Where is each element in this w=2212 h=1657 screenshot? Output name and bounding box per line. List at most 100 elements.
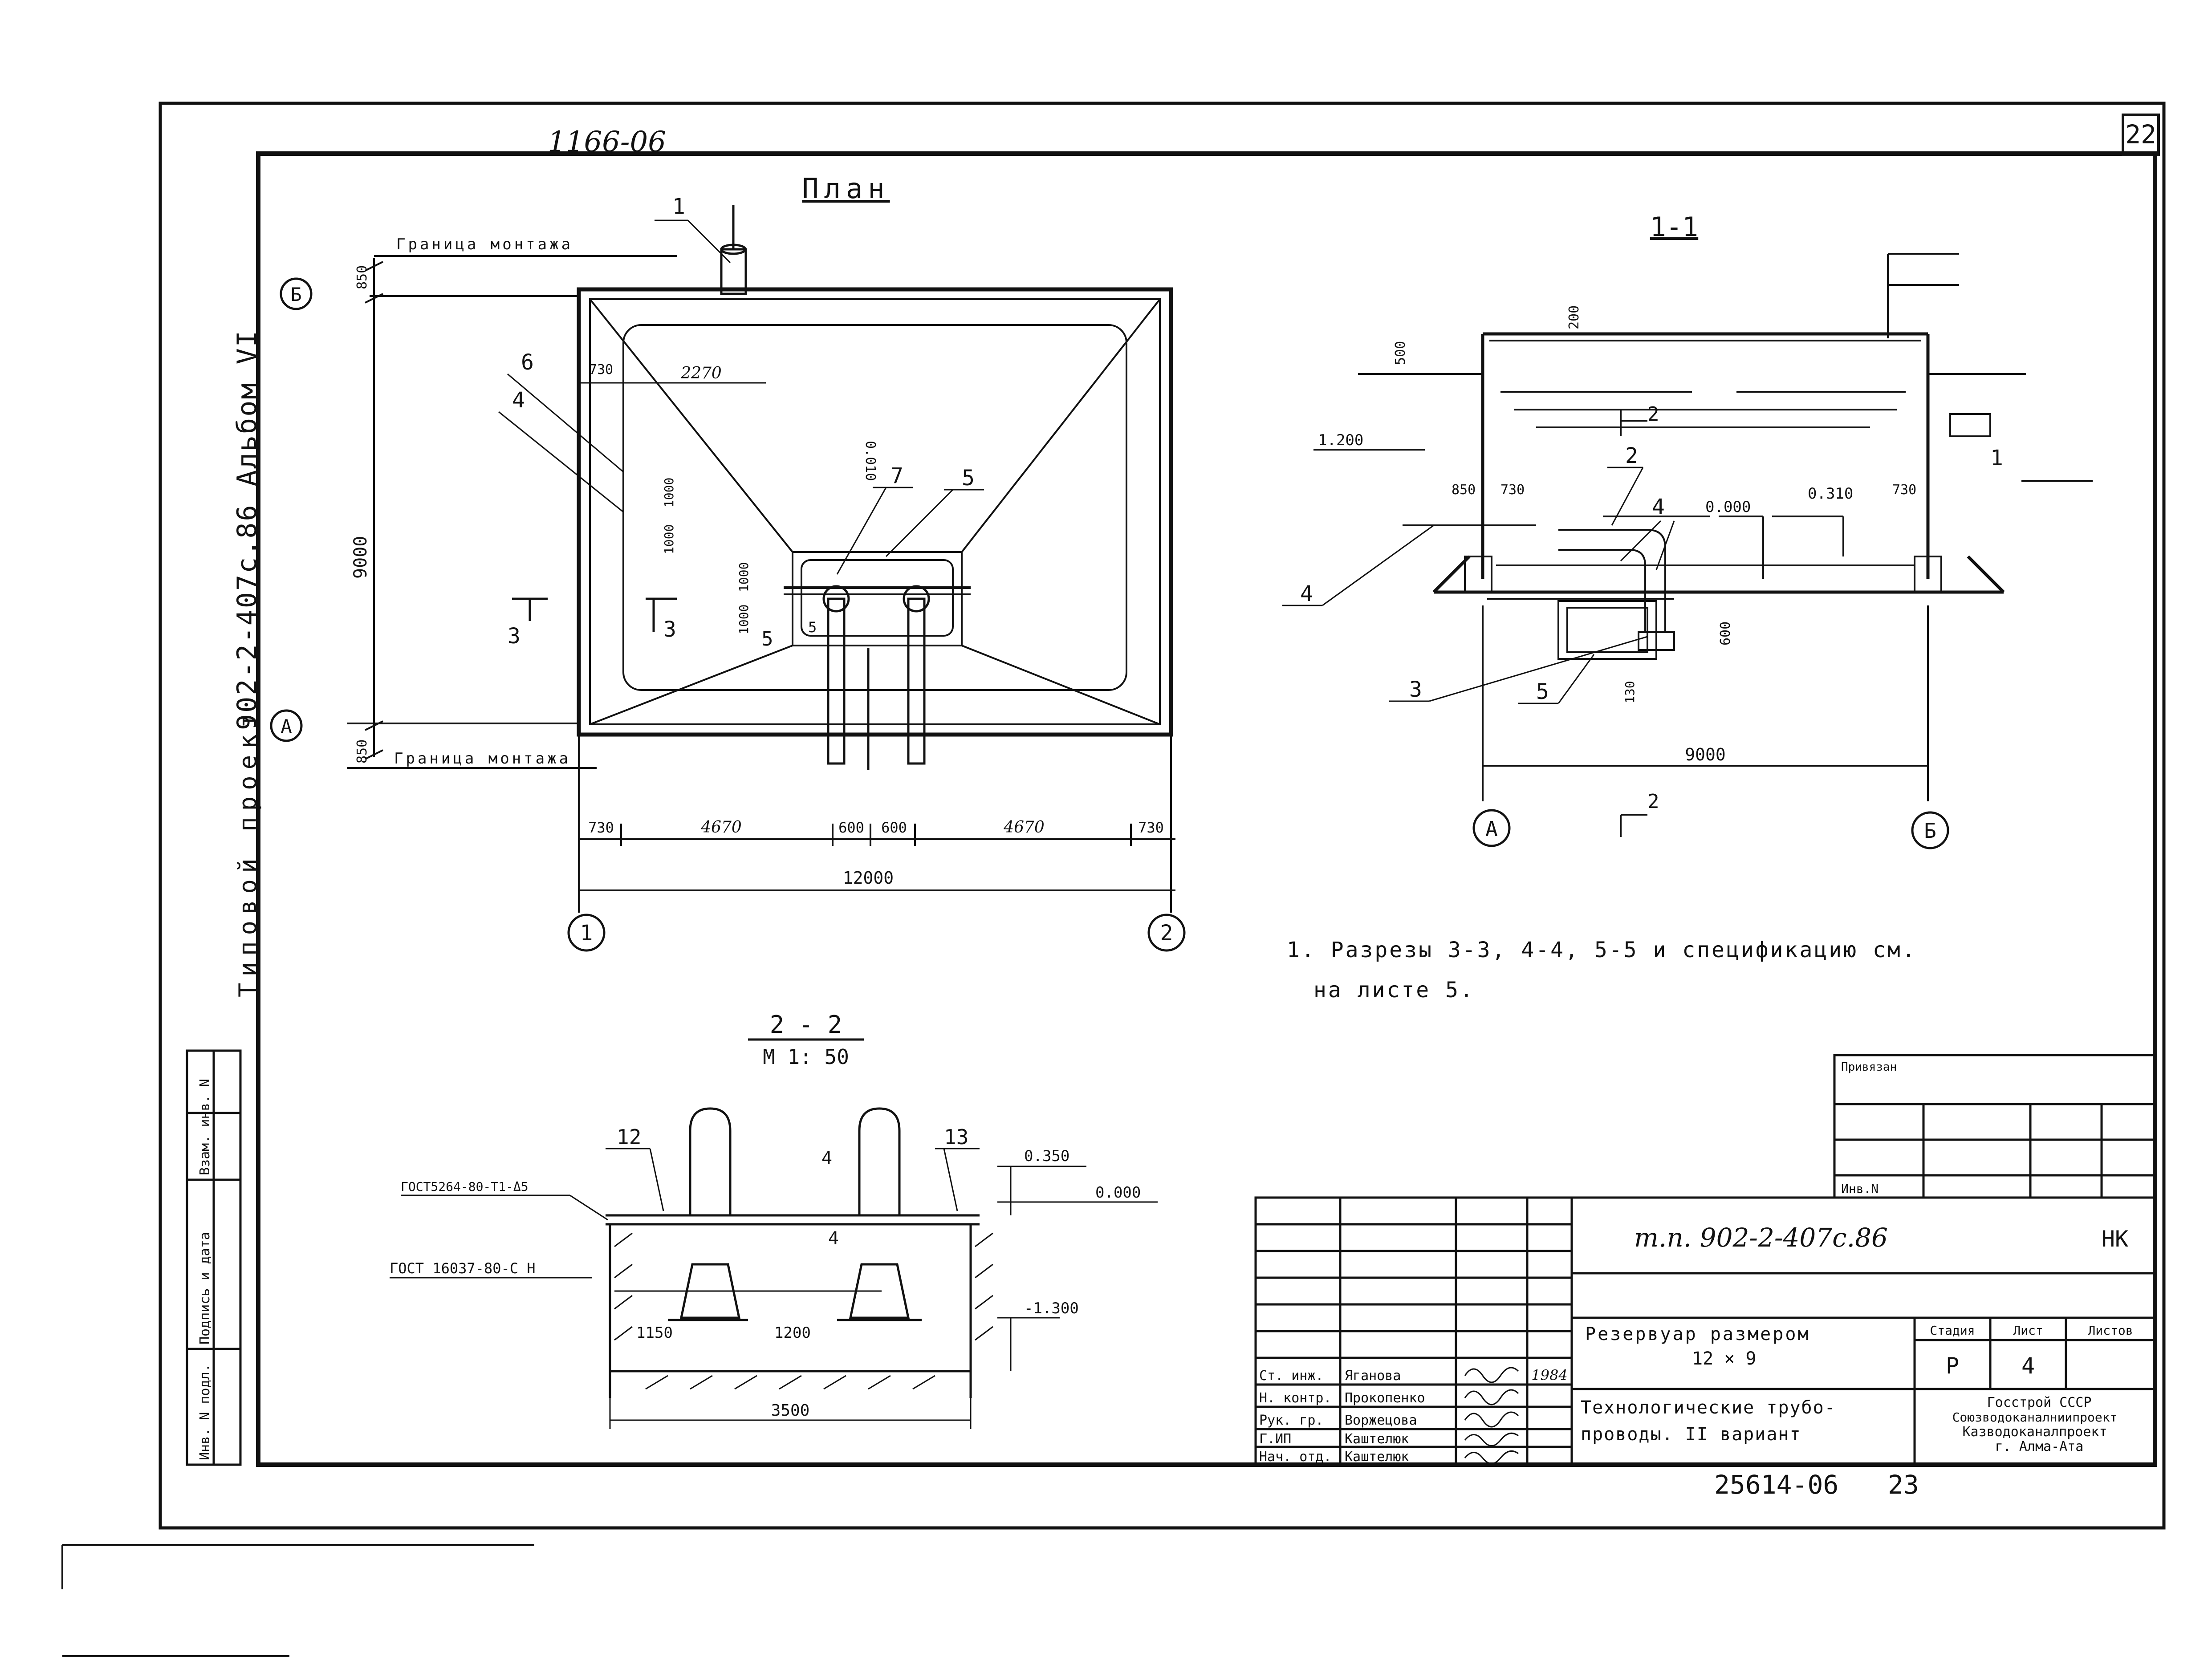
- plan-dim-9000: 9000: [350, 536, 371, 579]
- section-1-1-callout-5: 5: [1536, 679, 1549, 704]
- signer-name: Прокопенко: [1345, 1390, 1425, 1406]
- section-2-2-gost-1: ГОСТ5264-80-Т1-Δ5: [401, 1179, 529, 1194]
- title-block: [1254, 1196, 2156, 1466]
- section-2-2-gost-2: ГОСТ 16037-80-С Н: [390, 1260, 536, 1277]
- plan-dim-730-inner: 730: [589, 362, 613, 378]
- section-1-1-dim-9000: 9000: [1685, 745, 1726, 764]
- section-2-2-level-0350: 0.350: [1024, 1147, 1069, 1165]
- section-2-2-callout-4b: 4: [828, 1228, 839, 1249]
- plan-slope: 0.010: [862, 441, 878, 481]
- sheet-number: 22: [2125, 119, 2156, 150]
- plan-dim-1000-d: 1000: [736, 605, 751, 634]
- plan-axis-2: 2: [1160, 921, 1173, 946]
- footer-archive-no: 25614-06: [1714, 1470, 1838, 1500]
- signer-name: Воржецова: [1345, 1413, 1417, 1428]
- plan-view: План: [270, 172, 1186, 952]
- signer-role: Н. контр.: [1259, 1390, 1332, 1406]
- section-2-2-dim-3500: 3500: [771, 1401, 810, 1420]
- plan-dim-730-left: 730: [588, 819, 614, 836]
- section-2-2-title: 2 - 2: [770, 1011, 842, 1039]
- side-stamp-sign: Подпись и дата: [197, 1232, 213, 1344]
- plan-dim-600-right: 600: [881, 819, 907, 836]
- plan-callout-6: 6: [521, 350, 534, 375]
- plan-callout-4: 4: [512, 388, 525, 413]
- title-drawing-1: Технологические трубо-: [1581, 1397, 1836, 1418]
- top-archive-code: 1166-06: [548, 126, 666, 158]
- section-2-2-dim-1200: 1200: [774, 1324, 811, 1342]
- title-object-2: 12 × 9: [1692, 1348, 1757, 1369]
- section-1-1-dim-730-a: 730: [1500, 482, 1525, 498]
- section-2-2-callout-4a: 4: [821, 1148, 832, 1169]
- section-2-2-level-m1300: -1.300: [1024, 1300, 1079, 1317]
- section-1-1: 1-1: [1282, 211, 2093, 849]
- scan-marks: [61, 1544, 534, 1657]
- title-sheet-label: Лист: [2013, 1323, 2043, 1338]
- plan-dim-1000-a: 1000: [662, 478, 676, 508]
- plan-dim-730-right: 730: [1138, 819, 1164, 836]
- section-1-1-axis-b: Б: [1924, 819, 1936, 843]
- plan-axis-1: 1: [580, 921, 593, 946]
- plan-dim-600-left: 600: [838, 819, 864, 836]
- title-object-1: Резервуар размером: [1585, 1324, 1810, 1344]
- side-stamp-replace: Взам. инв. N: [197, 1079, 213, 1175]
- plan-callout-1: 1: [672, 194, 685, 219]
- section-1-1-dim-600: 600: [1718, 621, 1733, 646]
- signer-role: Ст. инж.: [1259, 1368, 1324, 1384]
- section-2-2-callout-12: 12: [617, 1125, 641, 1149]
- binding-attached-label: Привязан: [1841, 1060, 1897, 1074]
- section-1-1-dim-850: 850: [1452, 482, 1476, 498]
- section-2-2-level-0000: 0.000: [1095, 1184, 1141, 1202]
- title-org-1: Госстрой СССР: [1987, 1395, 2092, 1410]
- plan-title: План: [802, 172, 890, 205]
- plan-dim-850-bottom: 850: [354, 739, 370, 764]
- title-stage: Р: [1946, 1353, 1959, 1379]
- section-1-1-cut-2-top: 2: [1647, 403, 1659, 426]
- title-sheet: 4: [2021, 1353, 2035, 1379]
- section-1-1-dim-200: 200: [1566, 305, 1582, 329]
- plan-dim-1000-b: 1000: [662, 524, 676, 554]
- plan-boundary-top: Граница монтажа: [396, 236, 573, 253]
- section-2-2-scale: М 1: 50: [763, 1045, 849, 1069]
- signer-name: Каштелюк: [1345, 1431, 1409, 1447]
- sheet-frame: [159, 102, 2166, 1530]
- signer-role: Нач. отд.: [1259, 1449, 1332, 1465]
- notes-line-2: на листе 5.: [1313, 978, 1475, 1003]
- signer-name: Каштелюк: [1345, 1449, 1409, 1465]
- section-1-1-dim-730-b: 730: [1892, 482, 1916, 498]
- plan-cut-3-right: 3: [663, 617, 676, 642]
- binding-inv-label: Инв.N: [1841, 1182, 1879, 1196]
- title-sheets-label: Листов: [2088, 1323, 2133, 1338]
- plan-callout-7: 7: [890, 463, 903, 488]
- title-mark: НК: [2102, 1226, 2128, 1252]
- section-1-1-level-0310: 0.310: [1808, 485, 1853, 503]
- section-2-2-callout-13: 13: [944, 1125, 968, 1149]
- plan-cut-5-small: 5: [808, 619, 817, 636]
- plan-dim-4670-left: 4670: [700, 818, 742, 837]
- section-1-1-level-0000: 0.000: [1705, 498, 1751, 516]
- side-stamp: [186, 1049, 242, 1466]
- notes-line-1: 1. Разрезы 3-3, 4-4, 5-5 и спецификацию …: [1287, 938, 1917, 963]
- section-2-2-dim-1150: 1150: [636, 1324, 673, 1342]
- plan-callout-5: 5: [962, 466, 975, 491]
- plan-axis-b: Б: [290, 284, 301, 305]
- plan-dim-4670-right: 4670: [1003, 818, 1045, 837]
- title-org-2: Союзводоканалниипроект: [1952, 1410, 2118, 1425]
- signer-role: Г.ИП: [1259, 1431, 1291, 1447]
- album-label: 902-2-407с.86 Альбом VI: [232, 329, 263, 730]
- section-1-1-callout-4a: 4: [1300, 581, 1313, 606]
- plan-dim-1000-c: 1000: [736, 562, 751, 592]
- section-1-1-callout-1: 1: [1990, 446, 2003, 471]
- section-1-1-cut-2-bottom: 2: [1647, 790, 1659, 813]
- section-1-1-dim-130: 130: [1622, 681, 1637, 703]
- plan-boundary-bottom: Граница монтажа: [394, 750, 571, 768]
- section-1-1-level-1200: 1.200: [1318, 431, 1363, 449]
- title-org-3: Казводоканалпроект: [1962, 1424, 2107, 1440]
- plan-dim-12000: 12000: [843, 868, 894, 888]
- section-1-1-axis-a: А: [1485, 817, 1498, 841]
- title-org-4: г. Алма-Ата: [1995, 1439, 2084, 1454]
- section-1-1-callout-3: 3: [1409, 677, 1422, 702]
- title-year: 1984: [1531, 1367, 1567, 1384]
- title-stage-label: Стадия: [1930, 1323, 1975, 1338]
- signatures: [1464, 1367, 1519, 1464]
